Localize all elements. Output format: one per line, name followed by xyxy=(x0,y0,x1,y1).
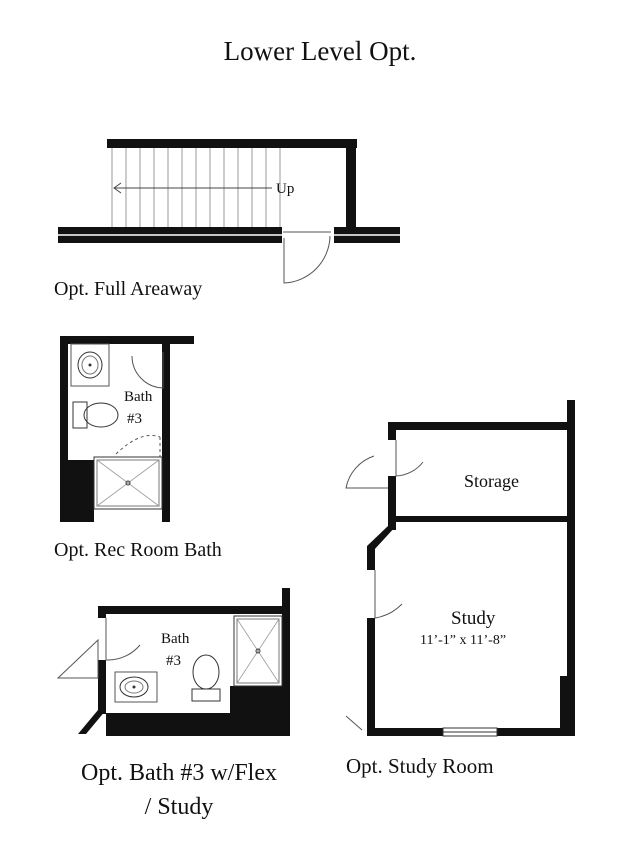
rec-bath-label-1: Bath xyxy=(124,389,153,405)
study-label: Study xyxy=(451,608,496,629)
stair-up-label: Up xyxy=(276,181,294,197)
storage-outer-door-swing xyxy=(345,455,388,489)
rec-bath-door-swing xyxy=(131,352,164,389)
study-bottom-wall-left xyxy=(367,728,443,736)
rec-bath-label-2: #3 xyxy=(127,411,142,427)
caption-full-areaway: Opt. Full Areaway xyxy=(54,278,203,300)
flex-bath-left-wall xyxy=(98,660,106,714)
flex-bath-inner-door-swing xyxy=(105,618,141,661)
flex-bath-wall-block xyxy=(230,686,290,736)
study-bottom-wall-right xyxy=(497,728,575,736)
flex-bath-toilet-tank xyxy=(191,688,221,702)
rec-bath-shower xyxy=(93,456,163,510)
caption-bath-flex-study: Opt. Bath #3 w/Flex / Study xyxy=(44,756,314,824)
rec-bath-left-wall xyxy=(60,336,68,522)
flex-bath-sink-icon xyxy=(119,676,149,698)
storage-door-swing xyxy=(395,440,424,477)
storage-divider-wall xyxy=(388,516,575,522)
flex-bath-vanity xyxy=(114,671,158,703)
flex-bath-plan: Bath #3 xyxy=(56,588,290,736)
flex-bath-top-wall xyxy=(105,606,289,614)
flex-bath-label-2: #3 xyxy=(166,653,181,669)
areaway-door-swing xyxy=(283,235,331,284)
caption-bath-flex-line-1: Opt. Bath #3 w/Flex xyxy=(81,760,277,786)
rec-bath-shower-door-swing xyxy=(115,434,161,455)
caption-rec-room-bath: Opt. Rec Room Bath xyxy=(54,539,222,561)
stair-arrow-icon xyxy=(113,182,122,194)
rec-bath-right-wall xyxy=(162,344,170,522)
study-dimensions: 11’-1” x 11’-8” xyxy=(420,633,506,648)
areaway-top-wall xyxy=(107,139,357,148)
flex-bath-outer-door-swing xyxy=(56,638,99,679)
rec-bath-toilet-tank xyxy=(72,401,88,429)
storage-label: Storage xyxy=(464,471,519,491)
study-room-plan: Storage Study 11’-1” x 11’-8” xyxy=(345,400,575,737)
areaway-right-wall xyxy=(346,139,356,227)
rec-bath-vanity xyxy=(70,343,110,387)
rec-room-bath-plan: Bath #3 xyxy=(60,336,194,522)
study-angled-wall xyxy=(367,526,396,550)
rec-bath-top-wall xyxy=(60,336,194,344)
storage-top-wall xyxy=(388,422,575,430)
study-left-wall xyxy=(367,618,375,732)
flex-bath-label-1: Bath xyxy=(161,631,190,647)
rec-bath-toilet-icon xyxy=(83,402,119,428)
flex-bath-toilet-icon xyxy=(192,654,220,690)
caption-study-room: Opt. Study Room xyxy=(346,754,494,778)
storage-left-wall xyxy=(388,476,396,530)
study-right-wall xyxy=(567,400,575,732)
page-title: Lower Level Opt. xyxy=(223,36,417,66)
areaway-plan: Up xyxy=(58,139,400,284)
flex-bath-shower xyxy=(233,615,283,687)
flex-bath-bottom-wall xyxy=(106,713,230,736)
caption-bath-flex-line-2: / Study xyxy=(144,794,214,820)
flex-bath-drain-icon xyxy=(255,648,261,654)
rec-bath-sink-icon xyxy=(77,351,103,379)
flex-bath-right-wall xyxy=(282,588,290,736)
rec-bath-wall-block xyxy=(64,460,94,522)
study-door-swing xyxy=(374,570,403,619)
rec-bath-drain-icon xyxy=(125,480,131,486)
